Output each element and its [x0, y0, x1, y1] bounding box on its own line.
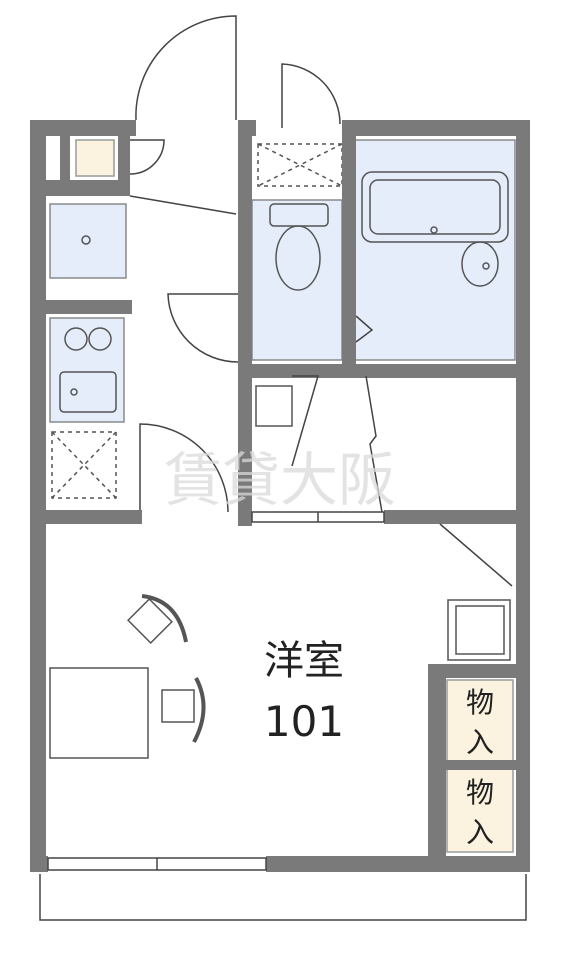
wall-storage-top	[428, 664, 530, 678]
entrance-door	[135, 15, 237, 121]
bath-sink-icon	[461, 241, 499, 287]
washer-drain-icon	[81, 235, 91, 245]
wall-top-right	[346, 120, 530, 136]
kitchen-sink-drain-icon	[70, 388, 78, 396]
wall-bottom-right	[266, 856, 530, 872]
bathtub-drain-icon	[430, 226, 438, 234]
wall-room-top-left	[30, 510, 142, 524]
fixtures	[49, 143, 511, 759]
toilet-bowl-icon	[275, 225, 321, 291]
wall-right	[516, 120, 530, 872]
wall-top-left	[30, 120, 136, 136]
table	[49, 667, 149, 759]
wall-meter-v	[118, 136, 130, 194]
storage-door	[439, 523, 513, 587]
closet-door	[365, 375, 383, 513]
meter-box	[75, 139, 115, 177]
storage-fills	[75, 139, 514, 853]
wall-left	[30, 120, 46, 872]
shoe-box-cross	[257, 143, 343, 187]
windows	[47, 511, 385, 871]
closet-door	[291, 375, 319, 467]
stove-burner-icon	[88, 327, 112, 351]
balcony-rail	[39, 874, 527, 921]
storage-label-2-line1: 物	[466, 776, 494, 809]
bathroom	[354, 139, 516, 361]
chair-back	[141, 594, 188, 643]
stove-burner-icon	[64, 327, 88, 351]
wall-mid-h	[238, 364, 530, 378]
room-number-label: 101	[264, 697, 344, 746]
wall-center-2	[238, 196, 252, 526]
storage-label-1-line2: 入	[466, 726, 494, 759]
bath-sink-drain-icon	[482, 262, 490, 270]
wall-bottom-left	[30, 856, 48, 872]
kitchen-door	[129, 195, 237, 215]
fridge-space	[51, 431, 117, 499]
kitchen-counter	[49, 317, 125, 423]
wall-meter-inner	[60, 136, 70, 180]
wall-meter	[46, 180, 130, 196]
meter-door	[129, 139, 165, 175]
chair-icon	[161, 689, 195, 723]
fridge-space-cross	[51, 431, 117, 499]
wall-room-top-right	[384, 510, 530, 524]
doors	[129, 15, 513, 587]
storage-closet-2	[446, 767, 514, 853]
tv-unit	[447, 599, 511, 661]
wall-kitchen-top	[46, 300, 132, 314]
watermark-text: 賃貸大阪	[164, 446, 396, 514]
walls	[30, 120, 530, 872]
wall-storage-mid	[428, 760, 530, 770]
washer-area	[49, 203, 127, 279]
room-door	[139, 423, 229, 513]
chair-back	[192, 677, 206, 743]
room-name-label: 洋室	[264, 638, 344, 684]
kitchen-sink-icon	[59, 371, 117, 413]
bathroom-door	[355, 315, 374, 343]
storage-label-1-line1: 物	[466, 686, 494, 719]
wall-center-1	[238, 120, 252, 196]
toilet-room	[251, 199, 343, 361]
wall-toilet-bath	[342, 120, 356, 370]
toilet-door	[167, 293, 239, 363]
chair-icon	[127, 598, 173, 644]
balcony-side-door	[281, 63, 341, 128]
shoe-box	[257, 143, 343, 187]
bathtub	[361, 171, 509, 243]
bathtub-inner	[369, 179, 501, 235]
storage-label-2-line2: 入	[466, 816, 494, 849]
tv-unit-inner	[455, 605, 505, 655]
shelf	[255, 385, 293, 427]
